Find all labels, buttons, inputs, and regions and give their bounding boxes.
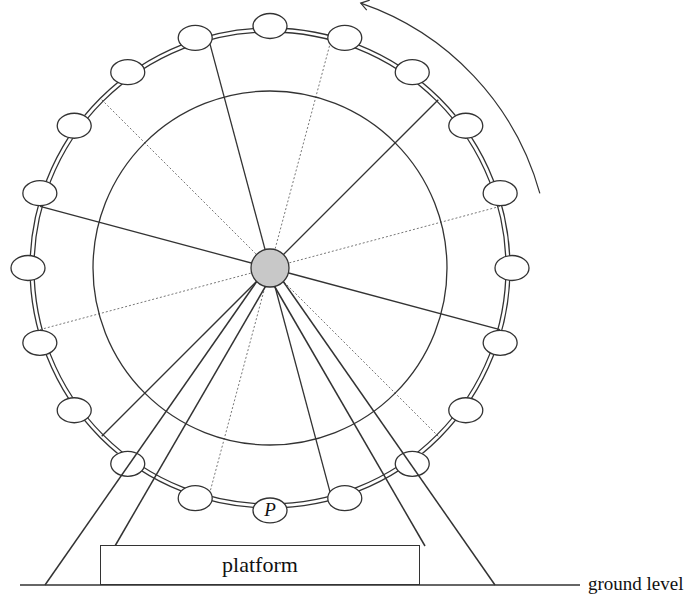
outer-rim xyxy=(34,32,506,504)
wheel-spoke xyxy=(208,268,270,498)
outer-rim xyxy=(30,28,510,508)
wheel-spoke xyxy=(270,206,500,268)
wheel-spoke xyxy=(270,268,438,436)
platform-box: platform xyxy=(100,545,420,585)
wheel-spoke xyxy=(270,268,332,498)
gondola xyxy=(178,486,212,511)
wheel-spoke xyxy=(102,268,270,436)
gondola xyxy=(395,60,429,85)
ground-label: ground level xyxy=(588,574,684,595)
wheel-spoke xyxy=(40,268,270,330)
support-leg xyxy=(272,282,425,546)
gondola xyxy=(483,330,517,355)
gondola-outline xyxy=(253,498,287,523)
gondola xyxy=(253,14,287,39)
gondola xyxy=(483,181,517,206)
wheel-spoke xyxy=(270,38,332,268)
wheel-spoke xyxy=(270,268,500,330)
gondola xyxy=(449,398,483,423)
rotation-arrow xyxy=(361,3,540,193)
wheel-spoke xyxy=(102,100,270,268)
wheel-spoke xyxy=(40,206,270,268)
support-leg xyxy=(278,274,495,585)
gondola xyxy=(178,25,212,50)
platform-label: platform xyxy=(222,553,298,577)
wheel-spoke xyxy=(208,38,270,268)
gondola xyxy=(57,113,91,138)
gondola xyxy=(449,113,483,138)
gondola xyxy=(328,486,362,511)
gondola xyxy=(495,256,529,281)
arrow-head xyxy=(361,0,370,10)
gondola xyxy=(328,25,362,50)
inner-rim xyxy=(93,91,447,445)
support-leg xyxy=(115,282,268,546)
point-label: P xyxy=(264,500,276,521)
gondola-p: P xyxy=(252,497,288,524)
hub xyxy=(251,249,289,287)
gondola xyxy=(11,256,45,281)
gondola xyxy=(23,330,57,355)
gondola xyxy=(111,60,145,85)
support-leg xyxy=(45,274,262,585)
gondola xyxy=(57,398,91,423)
gondola xyxy=(23,181,57,206)
gondola xyxy=(395,451,429,476)
gondola xyxy=(111,451,145,476)
wheel-spoke xyxy=(270,100,438,268)
